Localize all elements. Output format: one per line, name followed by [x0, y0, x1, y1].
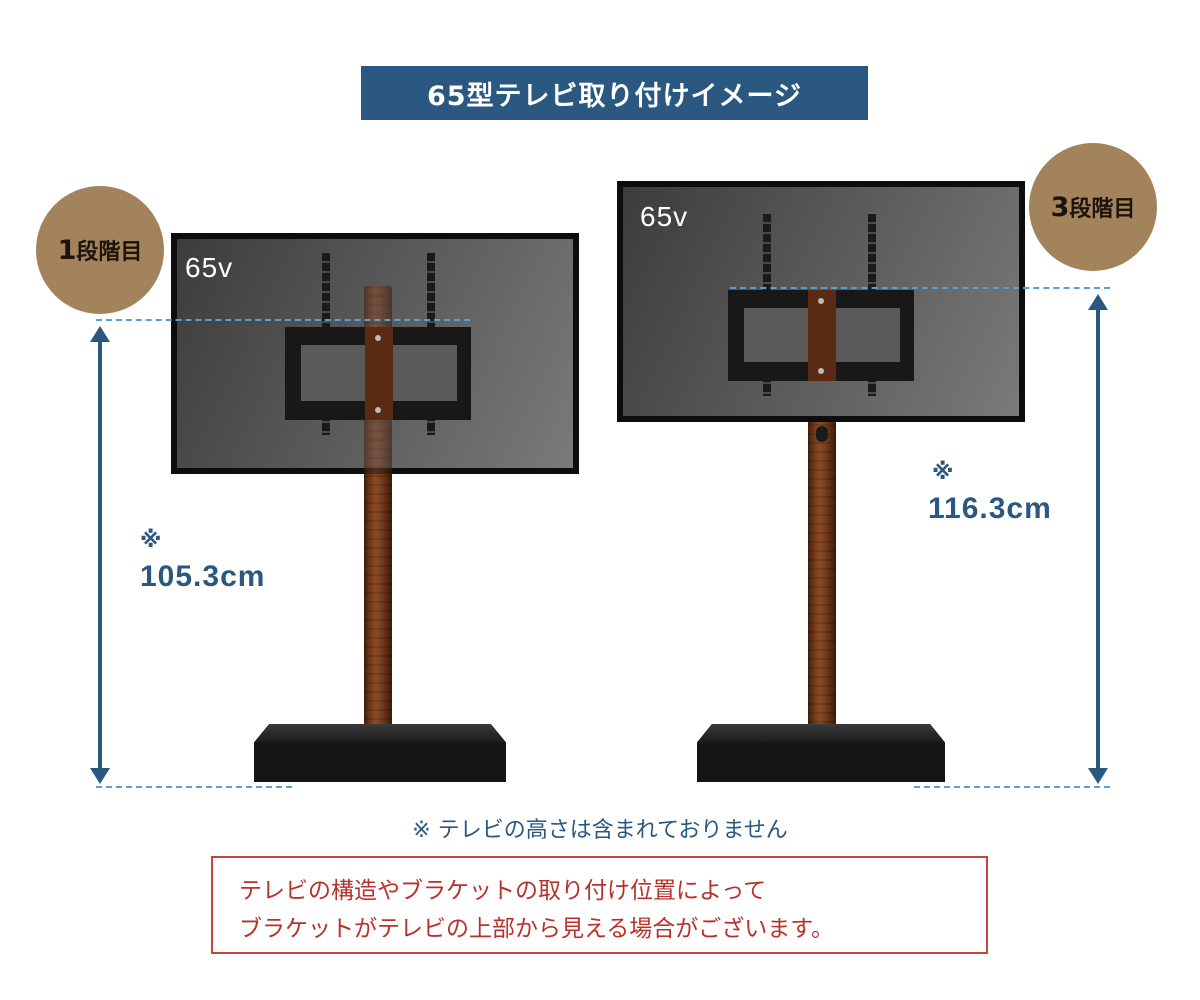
badge-number: 3 [1050, 191, 1070, 223]
height-measurement-right: 116.3cm [928, 492, 1052, 525]
notice-box: テレビの構造やブラケットの取り付け位置によって ブラケットがテレビの上部から見え… [211, 856, 988, 954]
stand-illustration-level-3: 65v [600, 0, 1200, 800]
tv-size-label: 65v [185, 252, 234, 283]
arrow-up-icon [1088, 294, 1108, 310]
mount-bracket [285, 327, 471, 420]
guide-line-bottom-right [914, 786, 1110, 788]
guide-line-bottom-left [96, 786, 292, 788]
arrow-down-icon [90, 768, 110, 784]
stand-illustration-level-1: 65v [0, 0, 600, 800]
notice-line-2: ブラケットがテレビの上部から見える場合がございます。 [239, 916, 835, 942]
height-measurement-left: 105.3cm [140, 560, 266, 593]
tv-size-label: 65v [640, 201, 689, 232]
height-arrow-right [1096, 308, 1100, 772]
height-arrow-left [98, 340, 102, 772]
notice-line-1: テレビの構造やブラケットの取り付け位置によって [239, 878, 767, 904]
arrow-down-icon [1088, 768, 1108, 784]
measure-note-mark: ※ [140, 528, 162, 553]
stand-base [254, 724, 506, 782]
badge-label: 段階目 [1069, 197, 1136, 222]
arrow-up-icon [90, 326, 110, 342]
stand-base [697, 724, 945, 782]
badge-label: 段階目 [76, 240, 143, 265]
footnote: ※ テレビの高さは含まれておりません [412, 818, 788, 843]
measure-note-mark: ※ [932, 460, 954, 485]
mount-bracket [728, 290, 914, 381]
badge-number: 1 [57, 234, 77, 266]
guide-line-top-left [96, 319, 470, 321]
page-title: 65型テレビ取り付けイメージ [361, 66, 868, 120]
guide-line-top-right [730, 287, 1110, 289]
